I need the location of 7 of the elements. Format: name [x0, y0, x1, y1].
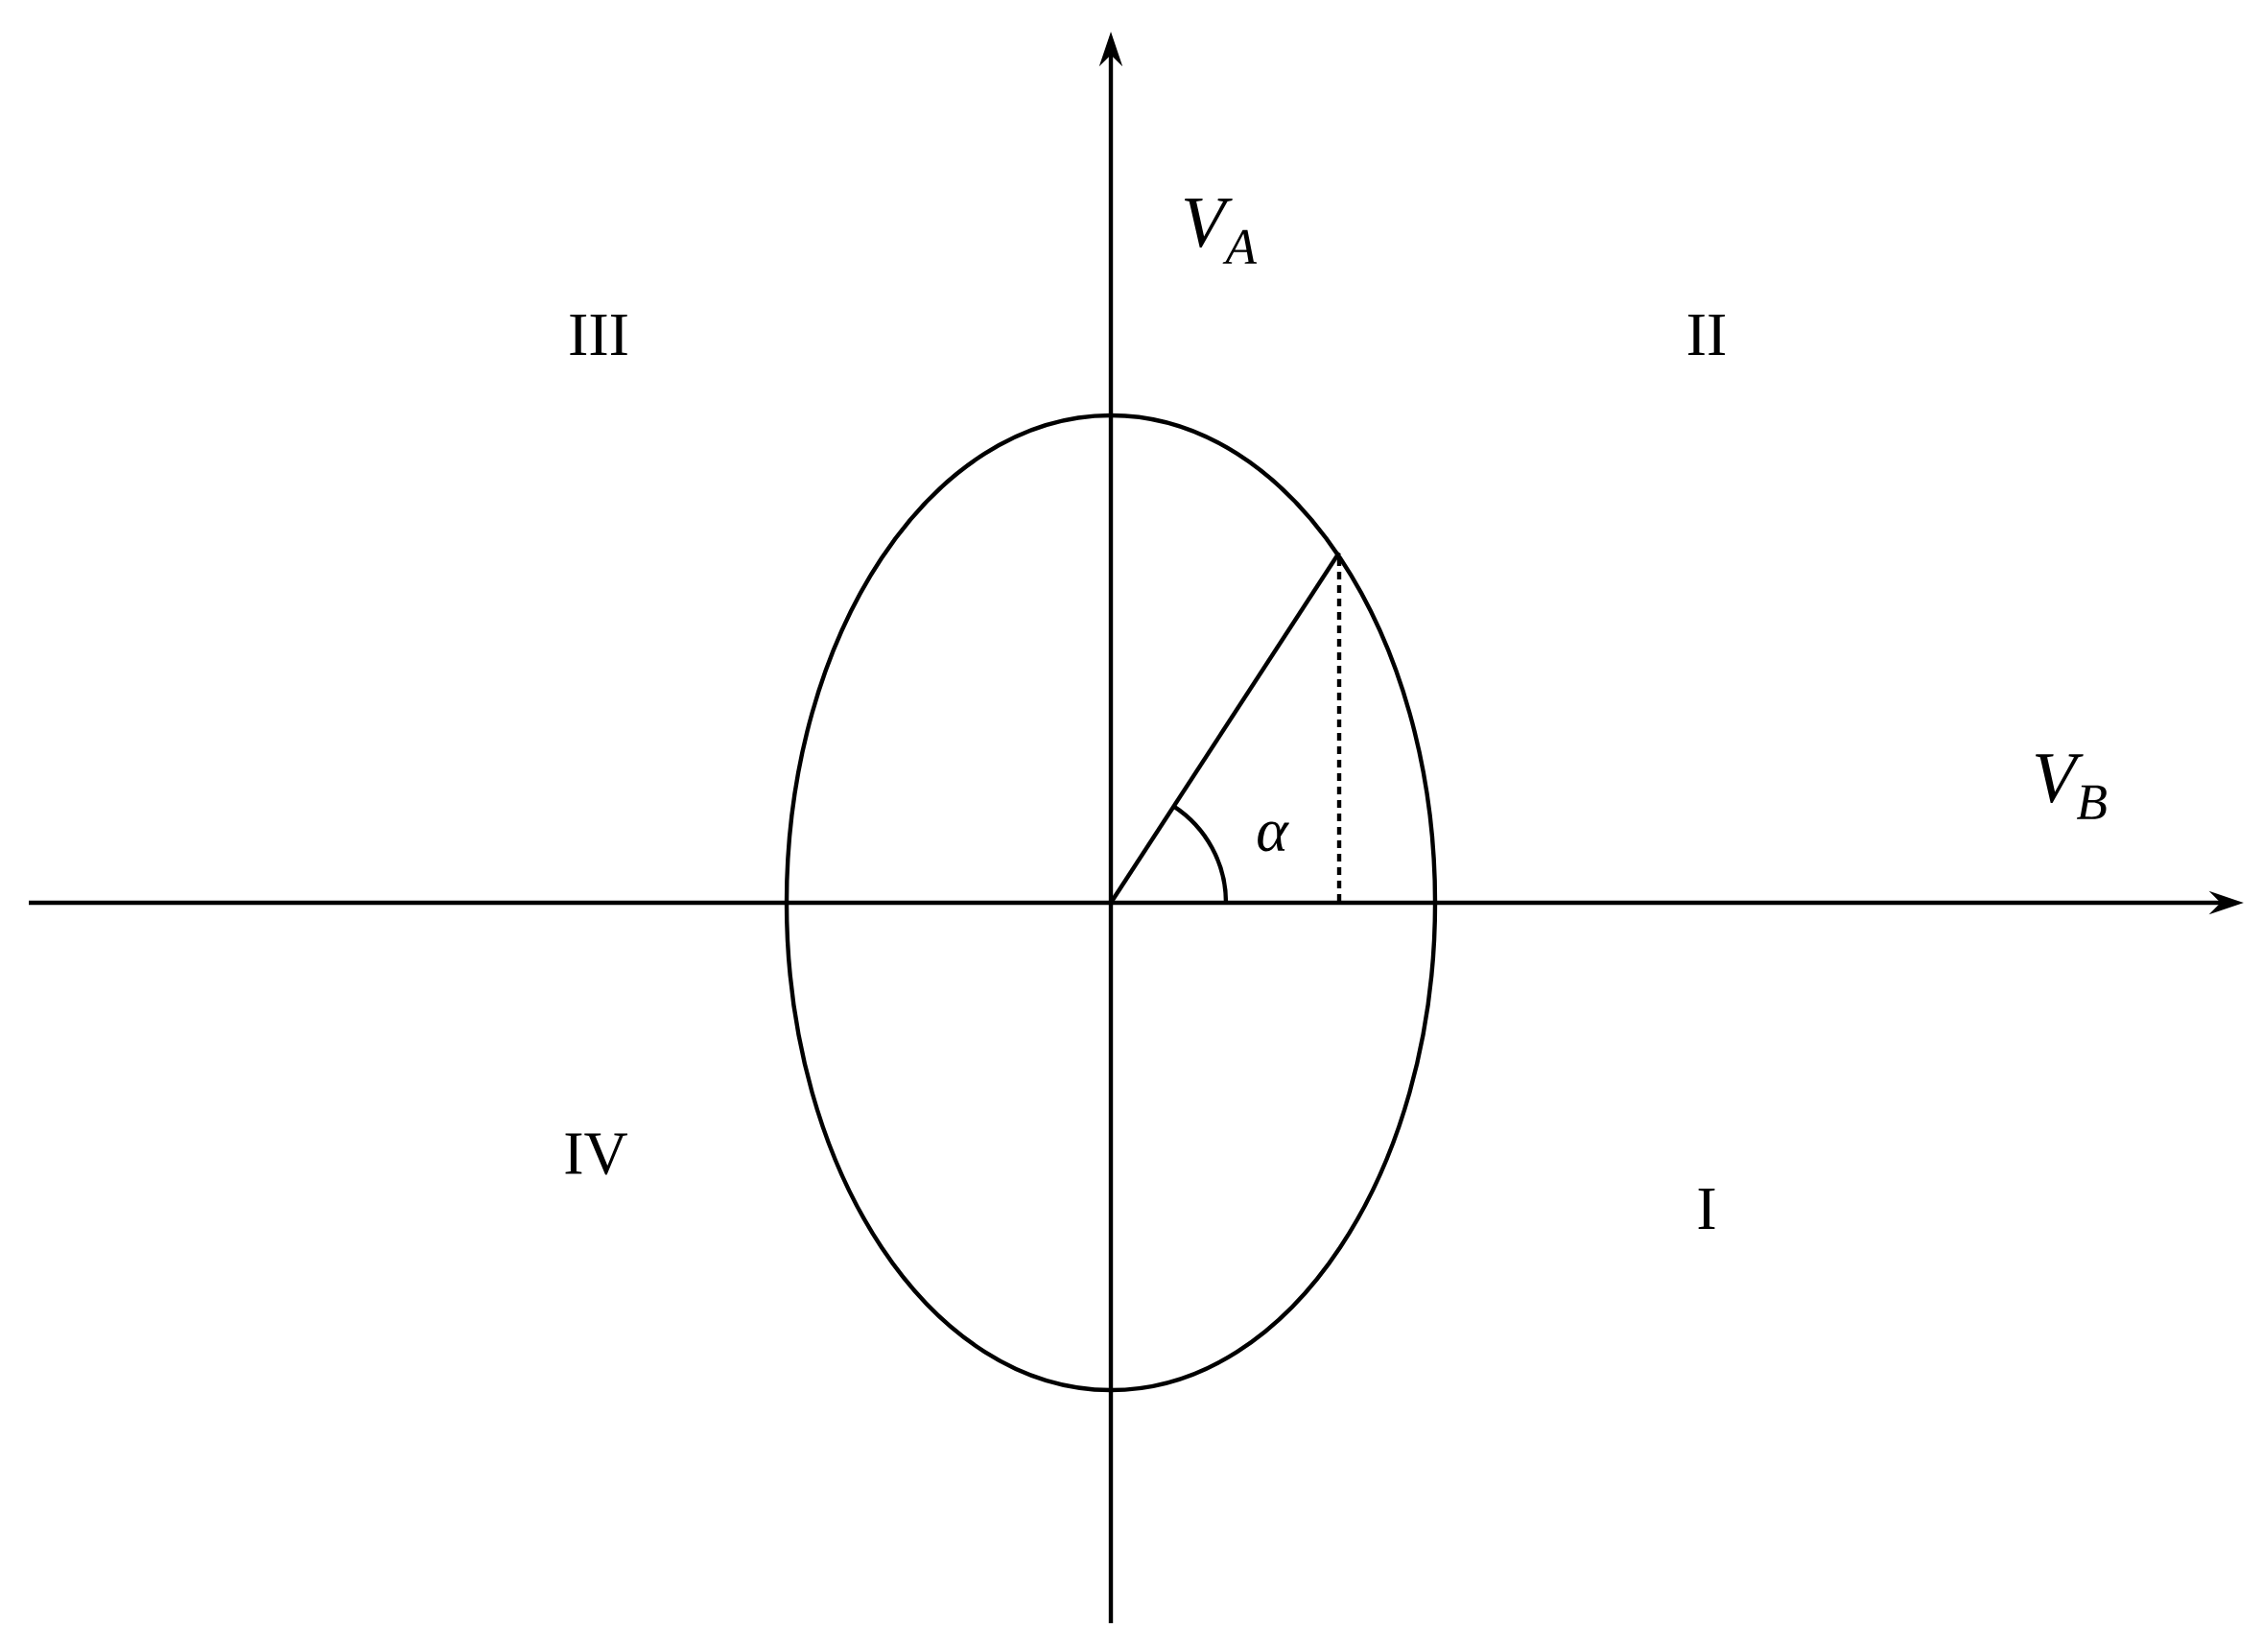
quadrant-label: I: [1698, 1189, 1715, 1229]
angle-label: α: [1258, 821, 1289, 852]
axis-label: V$_{A}$: [1185, 199, 1258, 264]
quadrant-label: III: [570, 315, 627, 355]
quadrant-label: II: [1688, 315, 1726, 355]
axis-label: V$_{B}$: [2036, 754, 2107, 819]
quadrant-label: IV: [565, 1133, 628, 1175]
